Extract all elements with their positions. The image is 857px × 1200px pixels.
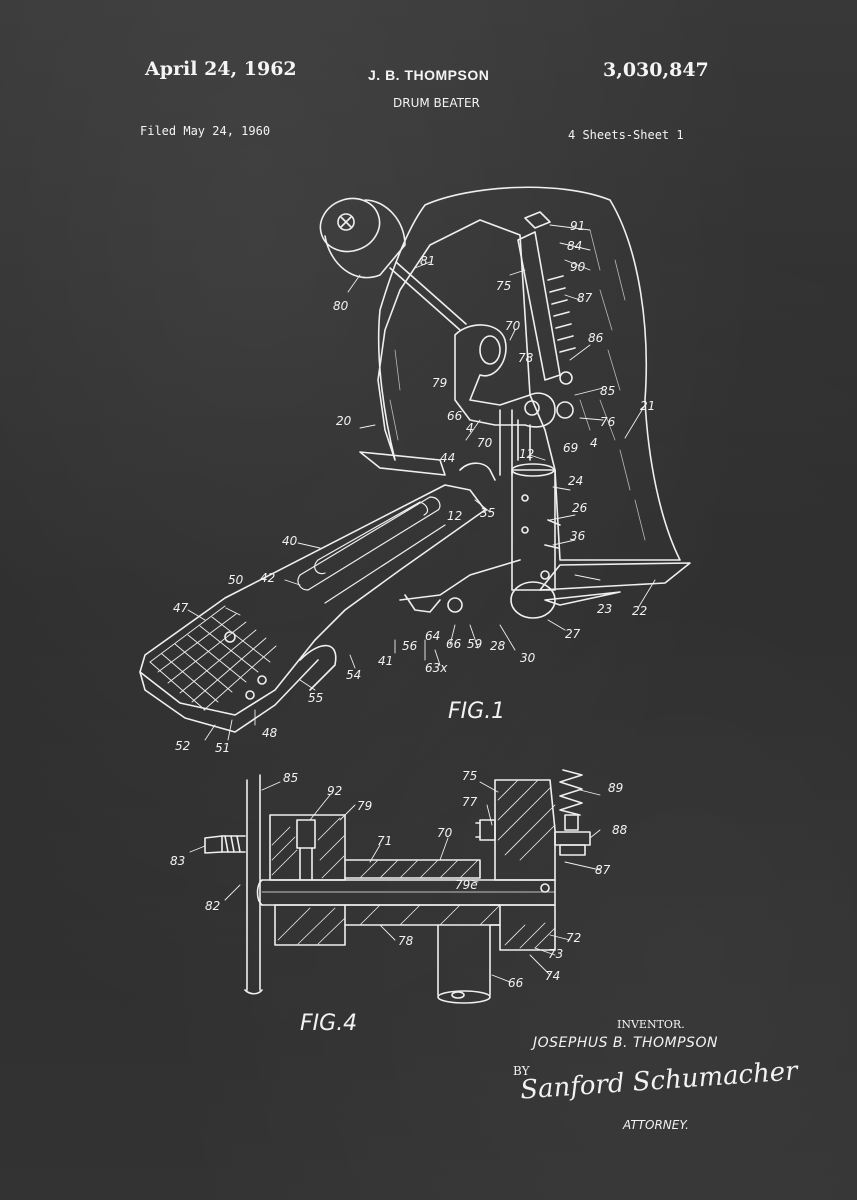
beater-shaft	[389, 261, 467, 331]
ref-42: 42	[260, 571, 275, 585]
ref-52: 52	[175, 739, 190, 753]
ref-91: 91	[570, 219, 585, 233]
fig4-ref-72: 72	[566, 931, 581, 945]
floor-strip	[539, 562, 691, 591]
header-inventor: J. B. THOMPSON	[368, 67, 490, 83]
sheet-count: 4 Sheets-Sheet 1	[568, 128, 684, 142]
ref-63x: 63x	[425, 661, 448, 675]
fig4-ref-71: 71	[377, 834, 392, 848]
ref-54: 54	[346, 668, 361, 682]
base-tube	[511, 469, 556, 591]
fig4-ref-75: 75	[462, 769, 477, 783]
fig4-ref-79e: 79e	[455, 878, 478, 892]
ref-40: 40	[282, 534, 298, 548]
fig4-shaft-85	[246, 774, 261, 991]
ref-28: 28	[490, 639, 506, 653]
by-label: BY	[513, 1064, 530, 1078]
fig1-label: FIG.1	[448, 699, 505, 724]
patent-title: DRUM BEATER	[393, 96, 480, 110]
ref-64: 64	[425, 629, 440, 643]
ref-35: 35	[480, 506, 495, 520]
ref-69: 66	[446, 637, 462, 651]
ref-78: 76	[600, 415, 616, 429]
fig1-numerals: 91 84 90 87 86 85 76 21 4 69 24 26 36 23…	[173, 219, 655, 755]
fig1-drawing	[139, 186, 691, 741]
ref-24: 24	[568, 474, 583, 488]
ref-86: 84	[567, 239, 582, 253]
ref-21: 21	[640, 399, 655, 413]
ref-51: 51	[215, 741, 230, 755]
ref-80: 70	[477, 436, 493, 450]
ref-81: 79	[432, 376, 447, 390]
ref-90: 90	[570, 260, 586, 274]
ref-89: 87	[577, 291, 593, 305]
ref-76: 78	[518, 351, 534, 365]
patent-number: 3,030,847	[603, 59, 709, 81]
ref-70: 70	[505, 319, 521, 333]
fig4-ref-83: 83	[170, 854, 185, 868]
fig4-ref-73: 73	[548, 947, 563, 961]
fig4-ref-82: 82	[205, 899, 220, 913]
fig4-ref-77: 77	[462, 795, 478, 809]
fig4-ref-74: 74	[545, 969, 560, 983]
ref-4b: 4	[590, 436, 598, 450]
fig4-ref-88: 88	[612, 823, 628, 837]
ref-85: 81	[420, 254, 435, 268]
fig4-ref-79: 79	[357, 799, 372, 813]
ref-48: 48	[262, 726, 278, 740]
ref-36: 36	[570, 529, 586, 543]
fig4-ref-78: 78	[398, 934, 414, 948]
fig4-ref-87: 87	[595, 863, 611, 877]
ref-23: 23	[597, 602, 612, 616]
ref-79: 66	[447, 409, 463, 423]
ref-59: 59	[467, 637, 482, 651]
ref-12b: 12	[447, 509, 462, 523]
ref-44: 44	[440, 451, 455, 465]
patent-date: April 24, 1962	[145, 58, 297, 80]
support-post	[499, 409, 531, 476]
ref-22: 22	[632, 604, 647, 618]
ref-41: 41	[378, 654, 393, 668]
ref-84: 80	[333, 299, 349, 313]
fig4-ref-85: 85	[283, 771, 298, 785]
inventor-name: JOSEPHUS B. THOMPSON	[533, 1035, 718, 1051]
ref-50: 50	[228, 573, 244, 587]
fig4-spring-89	[559, 769, 583, 816]
ref-27: 27	[565, 627, 581, 641]
ref-87: 85	[600, 384, 615, 398]
filed-date: Filed May 24, 1960	[140, 124, 271, 138]
ref-56: 56	[402, 639, 418, 653]
fig4-shaft-78	[261, 879, 556, 906]
ref-30: 30	[520, 651, 536, 665]
beater-head	[319, 197, 406, 279]
ref-12a: 12	[519, 447, 534, 461]
fig4-ref-70: 70	[437, 826, 453, 840]
fig4-post-66	[437, 924, 491, 996]
ref-75: 75	[496, 279, 511, 293]
foot-pedal	[139, 484, 486, 716]
beater-hub	[454, 324, 556, 428]
ref-55: 55	[308, 691, 323, 705]
fig4-drawing	[189, 769, 601, 1004]
fig4-ref-92: 92	[327, 784, 342, 798]
fig4-label: FIG.4	[300, 1011, 357, 1036]
fig4-ref-66: 66	[508, 976, 524, 990]
fig4-ref-89: 89	[608, 781, 623, 795]
fig4-numerals: 85 92 79 83 82 71 70 75 77 89 88 87 79e …	[170, 769, 628, 990]
ref-66: 69	[563, 441, 578, 455]
ref-47: 47	[173, 601, 189, 615]
ref-26: 26	[572, 501, 588, 515]
drum-shell	[377, 186, 681, 561]
inventor-label: INVENTOR.	[617, 1018, 685, 1031]
fig4-arm-70	[344, 859, 481, 879]
fig4-bracket-75	[494, 779, 556, 881]
ref-20: 20	[336, 414, 352, 428]
attorney-label: ATTORNEY.	[623, 1118, 689, 1132]
ref-4a: 4	[466, 421, 474, 435]
ref-88: 86	[588, 331, 604, 345]
